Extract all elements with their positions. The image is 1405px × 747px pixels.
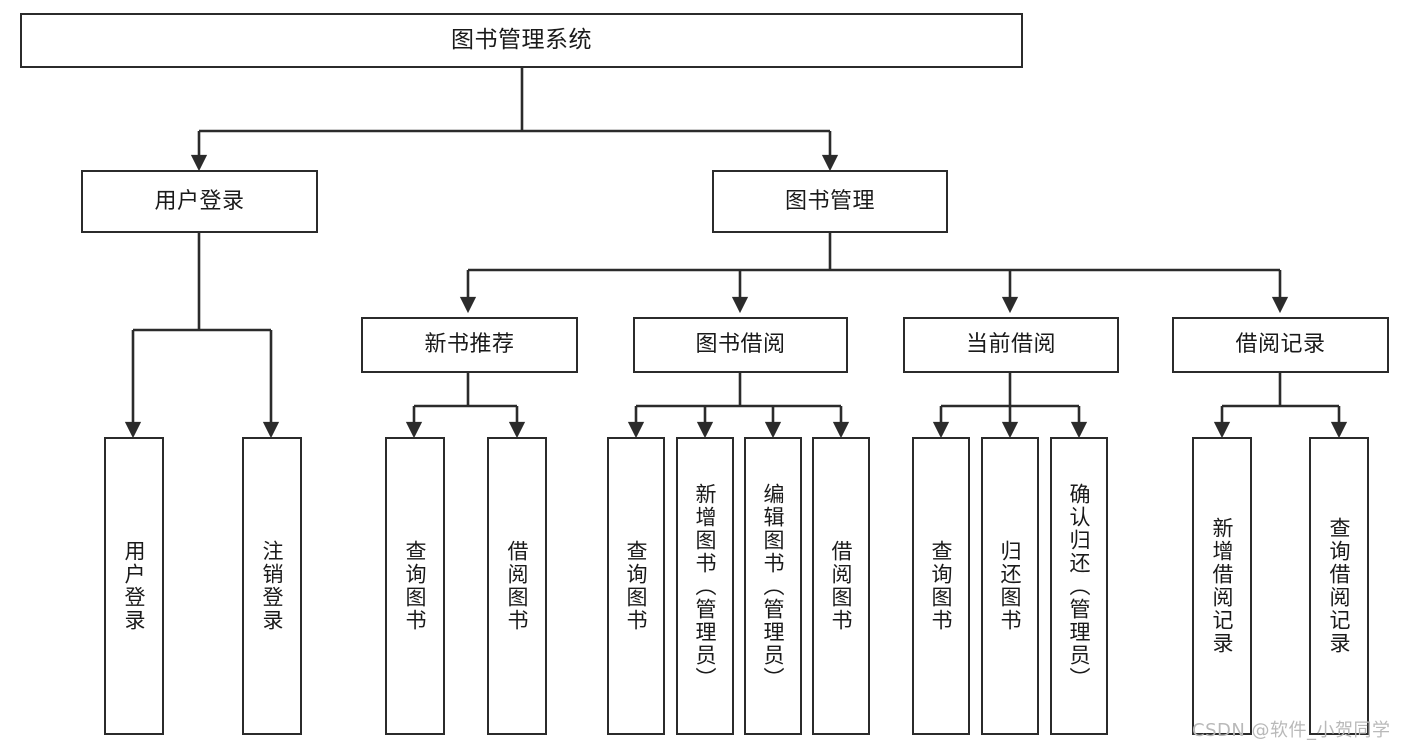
node-label: 新增图书（管理员） [693, 482, 718, 690]
node-label: 图书管理 [784, 188, 875, 214]
node-book-borrow[interactable]: 图书借阅 [633, 317, 848, 373]
leaf-record-query[interactable]: 查询借阅记录 [1309, 437, 1369, 735]
leaf-current-return-book[interactable]: 归还图书 [981, 437, 1039, 735]
node-label: 当前借阅 [965, 332, 1056, 358]
node-book-management[interactable]: 图书管理 [712, 170, 948, 233]
node-label: 注销登录 [260, 540, 285, 632]
node-label: 新增借阅记录 [1210, 517, 1235, 655]
node-label: 查询借阅记录 [1327, 517, 1352, 655]
node-label: 查询图书 [403, 540, 428, 632]
node-label: 借阅图书 [829, 540, 854, 632]
node-label: 用户登录 [122, 540, 147, 632]
node-label: 编辑图书（管理员） [761, 482, 786, 690]
leaf-record-add[interactable]: 新增借阅记录 [1192, 437, 1252, 735]
leaf-borrow-edit-book-admin[interactable]: 编辑图书（管理员） [744, 437, 802, 735]
node-label: 查询图书 [624, 540, 649, 632]
node-root-system[interactable]: 图书管理系统 [20, 13, 1023, 68]
node-borrow-record[interactable]: 借阅记录 [1172, 317, 1389, 373]
node-label: 确认归还（管理员） [1067, 482, 1092, 690]
leaf-borrow-query-book[interactable]: 查询图书 [607, 437, 665, 735]
node-label: 借阅记录 [1235, 332, 1326, 358]
node-label: 借阅图书 [505, 540, 530, 632]
node-label: 新书推荐 [424, 332, 515, 358]
leaf-user-logout[interactable]: 注销登录 [242, 437, 302, 735]
node-new-book-recommend[interactable]: 新书推荐 [361, 317, 578, 373]
node-current-borrow[interactable]: 当前借阅 [903, 317, 1119, 373]
node-label: 归还图书 [998, 540, 1023, 632]
leaf-borrow-borrow-book[interactable]: 借阅图书 [812, 437, 870, 735]
leaf-borrow-add-book-admin[interactable]: 新增图书（管理员） [676, 437, 734, 735]
leaf-recommend-borrow-book[interactable]: 借阅图书 [487, 437, 547, 735]
node-label: 查询图书 [929, 540, 954, 632]
leaf-user-login[interactable]: 用户登录 [104, 437, 164, 735]
leaf-recommend-query-book[interactable]: 查询图书 [385, 437, 445, 735]
node-label: 用户登录 [154, 188, 245, 214]
leaf-current-query-book[interactable]: 查询图书 [912, 437, 970, 735]
node-user-login[interactable]: 用户登录 [81, 170, 318, 233]
node-label: 图书借阅 [695, 332, 786, 358]
csdn-watermark: CSDN @软件_小贺同学 [1192, 720, 1391, 741]
leaf-current-confirm-return-admin[interactable]: 确认归还（管理员） [1050, 437, 1108, 735]
node-label: 图书管理系统 [451, 26, 592, 53]
